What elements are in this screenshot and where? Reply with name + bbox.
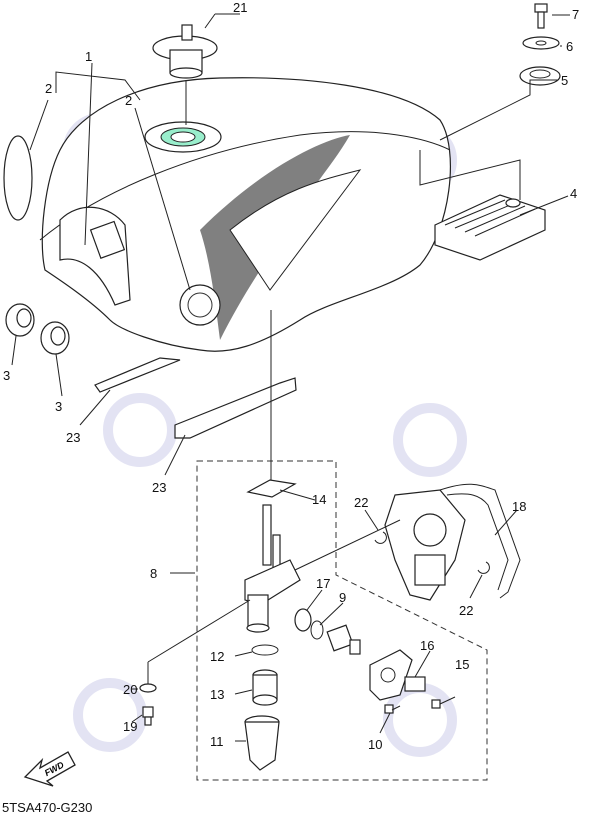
callout-8: 8 <box>150 566 157 581</box>
fuel-cock-assembly-boundary <box>196 460 488 781</box>
callout-23: 23 <box>152 480 166 495</box>
callout-18: 18 <box>512 499 526 514</box>
callout-9: 9 <box>339 590 346 605</box>
fuel-strainer <box>252 669 278 706</box>
filter-gasket <box>294 608 312 632</box>
leader-lines <box>11 13 570 742</box>
callout-3: 3 <box>55 399 62 414</box>
diagram-code: 5TSA470-G230 <box>2 800 92 815</box>
fuel-tank <box>39 77 451 352</box>
fwd-arrow-icon: FWD <box>23 751 76 787</box>
callout-labels: 21 1 2 2 7 6 5 4 3 3 23 23 14 22 18 8 17… <box>3 0 579 752</box>
lever <box>326 624 361 655</box>
callout-13: 13 <box>210 687 224 702</box>
bolt-washer-damper <box>519 3 561 86</box>
screw <box>431 696 456 709</box>
callout-17: 17 <box>316 576 330 591</box>
callout-6: 6 <box>566 39 573 54</box>
callout-3: 3 <box>3 368 10 383</box>
callout-16: 16 <box>420 638 434 653</box>
callout-10: 10 <box>368 737 382 752</box>
gasket <box>246 479 297 498</box>
rubber-strip <box>94 357 181 393</box>
rubber-strip <box>174 377 297 439</box>
o-ring <box>310 620 324 640</box>
callout-2: 2 <box>45 81 52 96</box>
callout-15: 15 <box>455 657 469 672</box>
callout-2: 2 <box>125 93 132 108</box>
callout-20: 20 <box>123 682 137 697</box>
fuel-cock <box>244 504 301 633</box>
callout-5: 5 <box>561 73 568 88</box>
callout-19: 19 <box>123 719 137 734</box>
callout-4: 4 <box>570 186 577 201</box>
callout-23: 23 <box>66 430 80 445</box>
carburetor <box>384 483 521 601</box>
hose-clip <box>477 561 490 574</box>
callout-22: 22 <box>459 603 473 618</box>
fuel-cap <box>152 24 218 125</box>
cover-caps <box>5 303 70 355</box>
cup <box>244 715 280 771</box>
callout-22: 22 <box>354 495 368 510</box>
lever-plate <box>369 649 426 701</box>
callout-12: 12 <box>210 649 224 664</box>
callout-21: 21 <box>233 0 247 15</box>
washer <box>139 683 157 693</box>
callout-7: 7 <box>572 7 579 22</box>
o-ring <box>3 135 33 221</box>
callout-14: 14 <box>312 492 326 507</box>
bolt <box>142 706 154 726</box>
tank-pad <box>434 194 546 261</box>
hose-clip <box>374 531 387 544</box>
screw <box>384 704 401 714</box>
callout-11: 11 <box>210 734 224 749</box>
o-ring <box>251 644 279 656</box>
callout-1: 1 <box>85 49 92 64</box>
